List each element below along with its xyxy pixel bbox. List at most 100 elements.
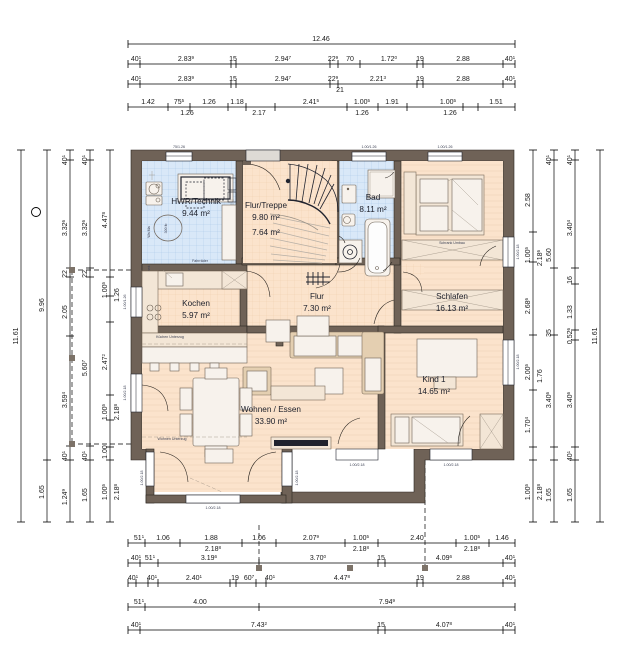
svg-text:0.526: 0.526 (566, 327, 574, 344)
svg-text:1.005: 1.005 (464, 534, 481, 542)
svg-text:1.005: 1.005 (101, 281, 109, 298)
svg-text:7.949: 7.949 (379, 598, 396, 606)
svg-text:401: 401 (131, 621, 142, 629)
svg-text:1.26: 1.26 (114, 288, 121, 302)
room-area-bad: 8.11 m² (359, 205, 386, 214)
svg-text:22: 22 (82, 270, 89, 278)
svg-text:1.005: 1.005 (101, 403, 109, 420)
svg-text:2.88: 2.88 (456, 76, 470, 83)
svg-text:3.406: 3.406 (566, 391, 574, 408)
svg-text:1.26: 1.26 (355, 110, 369, 117)
svg-text:2.079: 2.079 (303, 534, 320, 542)
svg-text:1.005: 1.005 (101, 483, 109, 500)
dim-bottom-row-d: 511 4.00 7.949 (127, 598, 516, 611)
room-labels: HWR/Technik 9.44 m² Flur/Treppe 9.80 m² … (171, 193, 468, 426)
room-area-schlafen: 16.13 m² (436, 304, 469, 313)
svg-text:511: 511 (134, 534, 145, 542)
dim-label: 12.46 (312, 36, 330, 43)
label-entry-side-right: 1.00/2.18 (295, 471, 299, 486)
dim-left-row-b: 401 3.326 22 2.05 3.594 401 1.249 (61, 149, 74, 523)
dim-left-row-c: 401 3.326 22 5.607 401 1.65 (81, 149, 94, 523)
svg-text:4.478: 4.478 (334, 574, 351, 582)
svg-text:229: 229 (328, 75, 339, 83)
room-label-bad: Bad (366, 193, 381, 202)
svg-text:11.61: 11.61 (592, 327, 599, 344)
svg-text:15: 15 (377, 622, 385, 629)
svg-text:1.720: 1.720 (381, 55, 398, 63)
dim-left-row-a: 9.96 1.65 (39, 149, 51, 523)
svg-text:2.05: 2.05 (62, 305, 69, 319)
svg-text:2.415: 2.415 (303, 98, 320, 106)
room-label-flur: Flur (310, 292, 324, 301)
label-entry-side-left: 1.00/2.18 (140, 471, 144, 486)
svg-text:401: 401 (265, 574, 276, 582)
svg-text:3.196: 3.196 (201, 554, 218, 562)
label-fahrrad: Fahrräder (192, 259, 209, 263)
boiler-icon (153, 214, 183, 242)
svg-text:1.18: 1.18 (230, 99, 244, 106)
svg-text:401: 401 (505, 554, 516, 562)
kind1-furniture (390, 338, 504, 450)
svg-text:401: 401 (147, 574, 158, 582)
dim-right-total: 11.61 (592, 149, 604, 523)
svg-text:2.188: 2.188 (205, 545, 222, 553)
svg-text:401: 401 (128, 574, 139, 582)
room-label-wohnen: Wohnen / Essen (241, 405, 301, 414)
building: 300 ltr. Wa Ma Schrank Fahrräder (123, 145, 520, 510)
bad-fixtures (337, 169, 396, 277)
svg-text:3.406: 3.406 (545, 391, 553, 408)
svg-text:401: 401 (505, 55, 516, 63)
svg-text:15: 15 (229, 76, 237, 83)
dim-right-row-c: 401 3.404 16 1.33 0.526 3.406 401 1.65 (566, 149, 579, 523)
svg-text:1.42: 1.42 (141, 99, 155, 106)
opening-labels: 75/1.26 1.00/1.26 1.00/1.26 1.00/2.18 1.… (123, 145, 520, 510)
door-swing-terrace (141, 384, 169, 412)
svg-text:1.005: 1.005 (354, 98, 371, 106)
svg-text:35: 35 (546, 329, 553, 337)
svg-text:3.700: 3.700 (310, 554, 327, 562)
svg-text:401: 401 (131, 75, 142, 83)
svg-text:15: 15 (377, 555, 385, 562)
svg-text:2.188: 2.188 (353, 545, 370, 553)
svg-text:4.078: 4.078 (436, 621, 453, 629)
room-label-kind1: Kind 1 (422, 375, 446, 384)
svg-text:1.005: 1.005 (440, 98, 457, 106)
svg-text:1.65: 1.65 (567, 488, 574, 502)
svg-text:511: 511 (145, 554, 156, 562)
svg-text:11.61: 11.61 (13, 327, 20, 344)
dim-bottom-row-e: 401 7.432 15 4.078 401 (127, 621, 516, 634)
svg-text:1.26: 1.26 (443, 110, 457, 117)
svg-text:1.33: 1.33 (567, 305, 574, 319)
svg-text:2.188: 2.188 (464, 545, 481, 553)
floor-flur (242, 264, 424, 326)
schlafen-furniture: Schrank Umbau (401, 171, 504, 311)
svg-text:401: 401 (566, 154, 574, 165)
door-swing-flur (245, 270, 271, 298)
dimensions-bottom: 511 1.06 1.88 2.188 1.06 2.079 1.005 2.1… (127, 534, 516, 634)
label-window-bad: 1.00/1.26 (362, 145, 377, 149)
svg-text:1.65: 1.65 (82, 488, 89, 502)
svg-text:1.00: 1.00 (102, 445, 109, 459)
room-label-flurtreppe: Flur/Treppe (245, 201, 287, 210)
dim-right-row-b: 401 5.60 35 3.406 1.65 (545, 149, 558, 523)
label-door-entry: 1.00/2.18 (206, 506, 221, 510)
room-label-hwr: HWR/Technik (171, 197, 221, 206)
svg-text:1.26: 1.26 (180, 110, 194, 117)
svg-text:22: 22 (62, 270, 69, 278)
windows (130, 149, 515, 504)
svg-text:401: 401 (61, 450, 69, 461)
dim-bottom-row-a: 511 1.06 1.88 2.188 1.06 2.079 1.005 2.1… (127, 534, 516, 553)
svg-text:1.704: 1.704 (524, 416, 532, 433)
room-area2-flurtreppe: 7.64 m² (252, 228, 280, 237)
svg-text:2.947: 2.947 (275, 75, 292, 83)
dim-left-total: 11.61 (13, 149, 25, 523)
label-window-wohnen-bottom: 1.00/2.18 (350, 463, 365, 467)
svg-text:5.607: 5.607 (81, 359, 89, 376)
dim-bottom-row-c: 401 401 2.401 19 607 401 4.478 19 2.88 4… (127, 574, 516, 587)
room-area-wohnen: 33.90 m² (255, 417, 288, 426)
label-kuechen-unterzug: Küchen Unterzug (156, 335, 184, 339)
svg-text:19: 19 (231, 575, 239, 582)
svg-text:2.005: 2.005 (524, 363, 532, 380)
svg-text:15: 15 (229, 56, 237, 63)
